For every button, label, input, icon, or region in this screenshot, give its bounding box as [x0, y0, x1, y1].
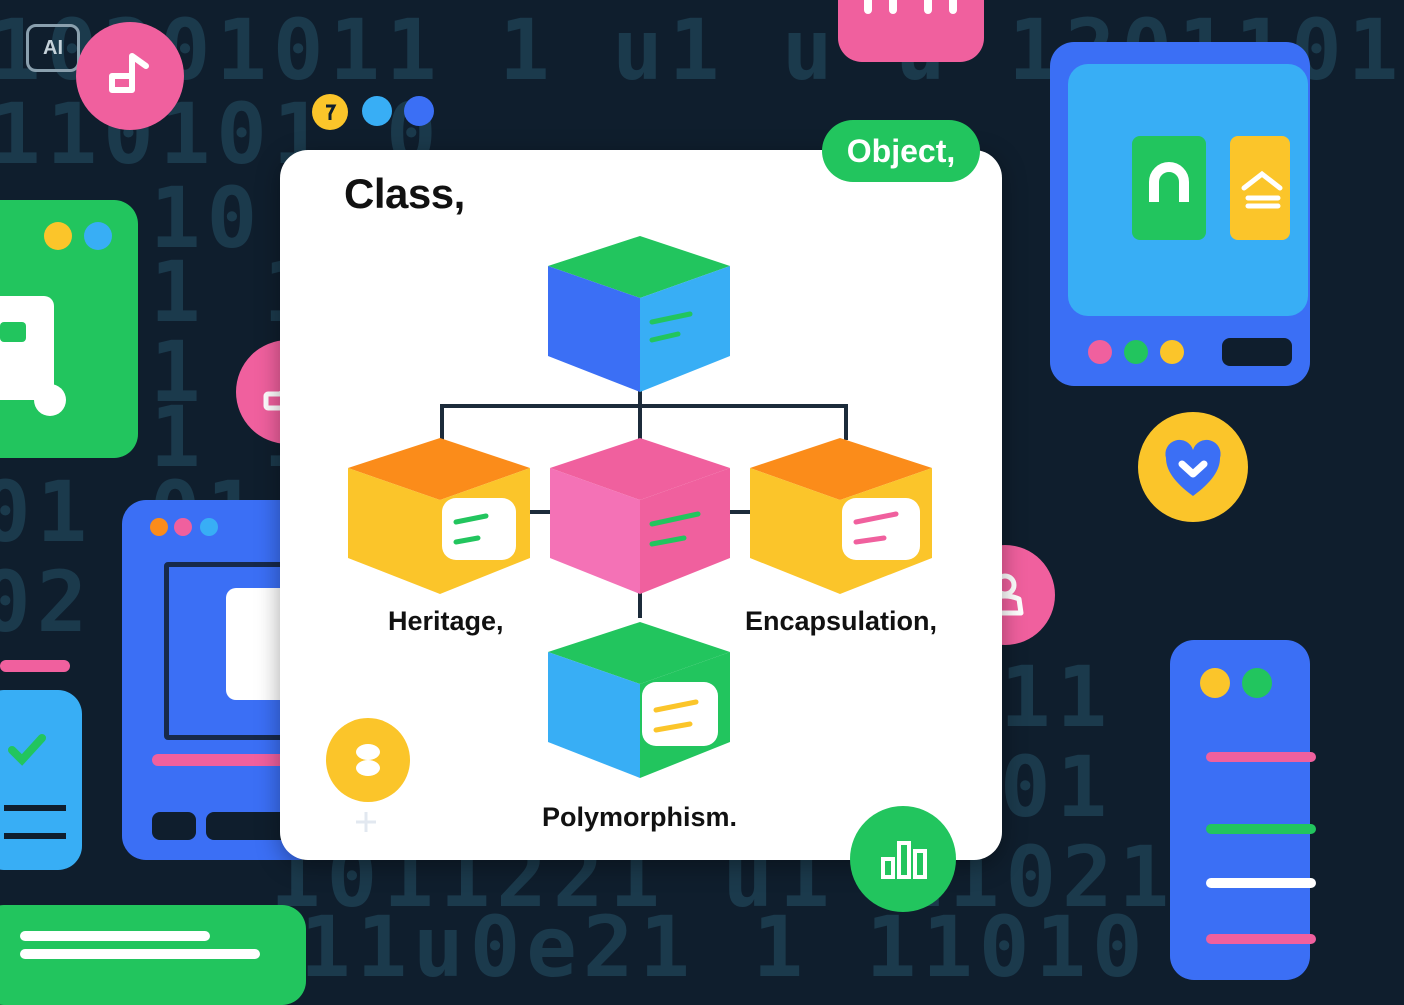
progress-line [152, 754, 302, 766]
monitor-button [1222, 338, 1292, 366]
text-line [1206, 752, 1316, 762]
text-line [20, 949, 260, 959]
window-dot [1200, 668, 1230, 698]
binary-row: 11 [1000, 648, 1114, 746]
encapsulation-label: Encapsulation, [745, 606, 938, 636]
chart-icon [850, 806, 956, 912]
window-dot [174, 518, 192, 536]
encapsulation-cube [750, 438, 932, 594]
magnet-icon [1132, 136, 1206, 240]
class-hierarchy-diagram [348, 236, 932, 778]
text-line [1206, 824, 1316, 834]
object-tag: Object, [822, 120, 980, 182]
music-note-icon [76, 22, 184, 130]
sparkle-icon [356, 812, 376, 832]
root-cube [548, 236, 730, 392]
pink-line [0, 660, 70, 672]
yellow-dot [312, 94, 348, 130]
window-dot [404, 96, 434, 126]
ai-badge: AI [26, 24, 80, 72]
right-blue-window [1170, 640, 1316, 980]
bottom-green-card [0, 905, 306, 1005]
class-title: Class, [344, 170, 465, 217]
text-line [1206, 934, 1316, 944]
heart-shield-icon [1138, 412, 1248, 522]
top-pink-card [838, 0, 984, 62]
window-dot [150, 518, 168, 536]
window-dot [44, 222, 72, 250]
binary-row: 01 [1000, 738, 1114, 836]
text-line [20, 931, 210, 941]
text-line [1206, 878, 1316, 888]
window-dot [1242, 668, 1272, 698]
center-cube [550, 438, 730, 594]
monitor-dot [1124, 340, 1148, 364]
robot-icon [0, 296, 66, 416]
polymorphism-label: Polymorphism. [542, 802, 738, 832]
window-dot [362, 96, 392, 126]
home-icon [1230, 136, 1290, 240]
window-dot [84, 222, 112, 250]
monitor-dot [1160, 340, 1184, 364]
left-green-window [0, 200, 138, 458]
right-monitor [1050, 42, 1310, 386]
yellow-badge-icon [326, 718, 410, 802]
heritage-label: Heritage, [388, 606, 504, 636]
heritage-cube [348, 438, 530, 594]
polymorphism-cube [548, 622, 730, 778]
binary-row: 11u0e21 1 11010 [300, 898, 1149, 996]
monitor-dot [1088, 340, 1112, 364]
window-dot [200, 518, 218, 536]
left-lightblue-card [0, 690, 82, 870]
window-button [152, 812, 196, 840]
